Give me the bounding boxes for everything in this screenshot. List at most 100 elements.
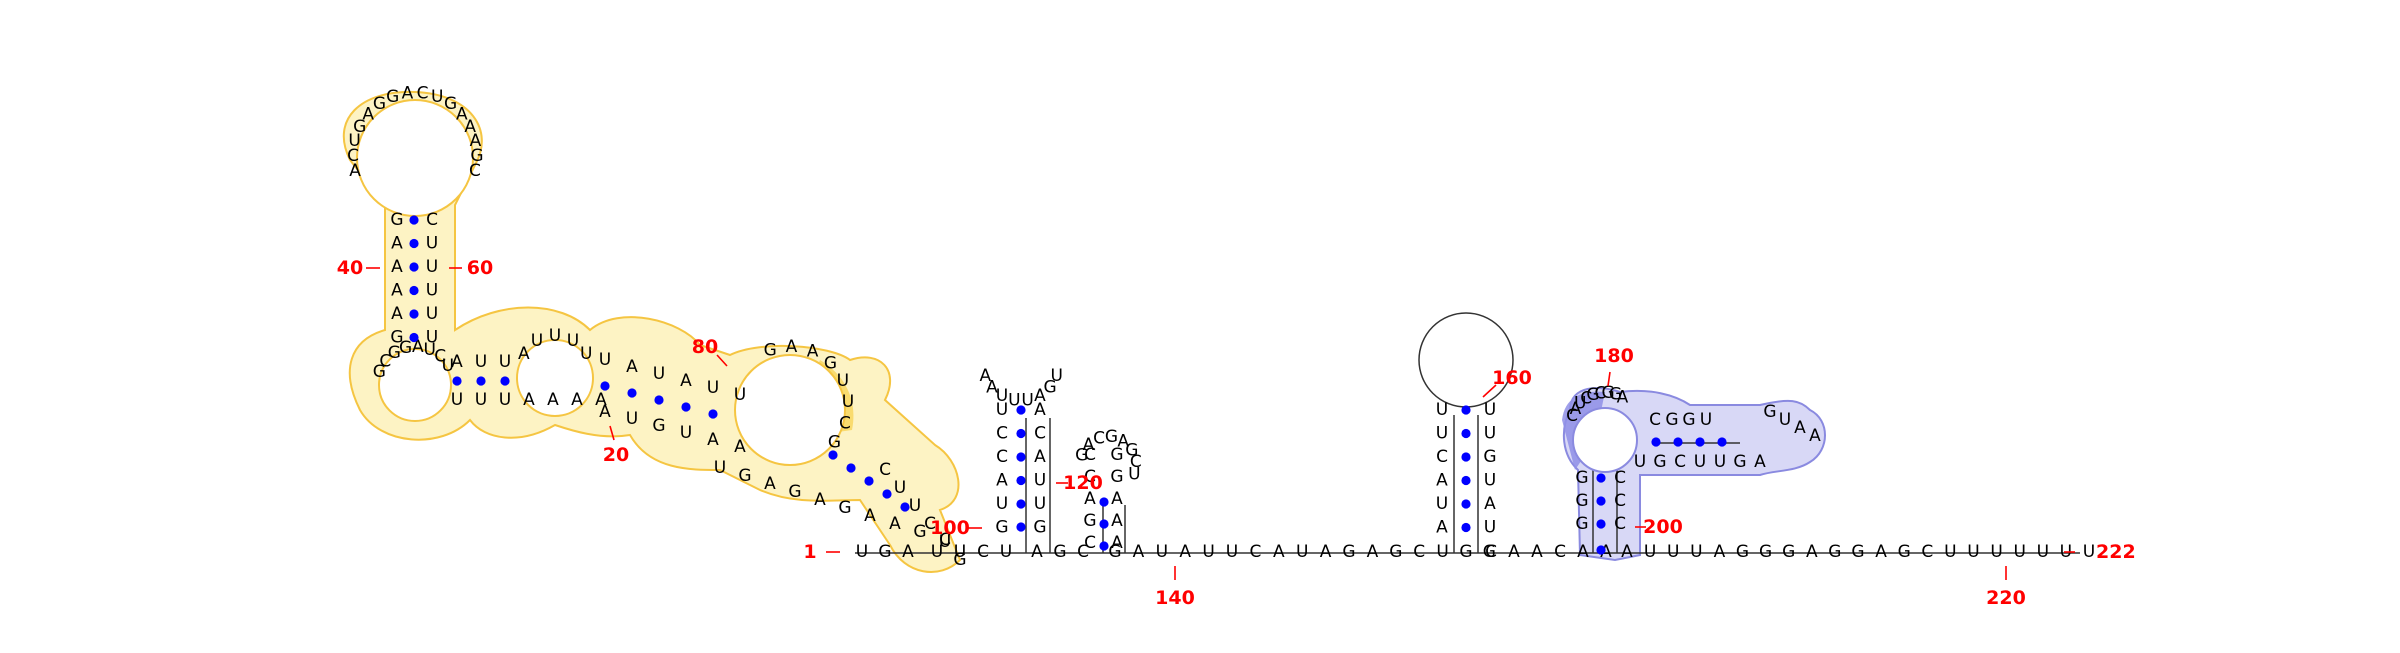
- nucleotide-h5_loop_top: G: [1609, 385, 1622, 405]
- base-pair-dot: [1596, 473, 1606, 483]
- nucleotide-h4_right: A: [1484, 494, 1496, 514]
- nucleotide-p6: G: [1759, 542, 1772, 562]
- base-pair-dot: [1461, 499, 1471, 509]
- nucleotide-mid_lower: G: [838, 498, 851, 518]
- nucleotide-p6: A: [1714, 542, 1726, 562]
- base-pair-dot: [600, 381, 610, 391]
- nucleotide-mid_right: U: [909, 496, 921, 516]
- nucleotide-h5_hairpin: G: [1763, 402, 1776, 422]
- base-pair-dot: [409, 238, 419, 249]
- base-pair-dot: [1016, 405, 1026, 415]
- nucleotide-p2: U: [954, 542, 966, 562]
- nucleotide-h5_right: C: [1614, 468, 1626, 488]
- nucleotide-mid_top: U: [734, 385, 746, 405]
- nucleotide-jl_loop: U: [580, 344, 592, 364]
- nucleotide-bigstem_right: U: [426, 257, 438, 277]
- nucleotide-h1_loop: A: [979, 366, 991, 386]
- base-pair-dot: [409, 262, 419, 272]
- nucleotide-h2_bot: G: [1110, 467, 1123, 487]
- nucleotide-p3: A: [1031, 542, 1043, 562]
- nucleotide-h1_loop: G: [1044, 377, 1057, 397]
- nucleotide-p6: U: [1944, 542, 1956, 562]
- nucleotide-jl_bot: U: [451, 390, 463, 410]
- nucleotide-p4: U: [1156, 542, 1168, 562]
- position-tick-80: [716, 354, 728, 367]
- nucleotide-h3_loop: A: [1083, 435, 1095, 455]
- nucleotide-h3_loop: G: [1125, 440, 1138, 460]
- base-pair-dot: [409, 309, 419, 319]
- nucleotide-h1_loop: A: [1034, 386, 1046, 406]
- nucleotide-h5_loop_top: C: [1580, 388, 1592, 408]
- nucleotide-mid_loop: U: [837, 371, 849, 391]
- nucleotide-p6: A: [1806, 542, 1818, 562]
- nucleotide-bigstem_left: A: [391, 281, 403, 301]
- nucleotide-mid_lower: G: [738, 466, 751, 486]
- nucleotide-jl_left: G: [399, 338, 412, 358]
- nucleotide-bigstem_right: U: [426, 234, 438, 254]
- base-pair-dot: [1099, 519, 1109, 529]
- position-number-120: 120: [1063, 472, 1103, 494]
- nucleotide-p4: G: [1342, 542, 1355, 562]
- nucleotide-p1: G: [878, 542, 891, 562]
- nucleotide-p6: C: [1921, 542, 1933, 562]
- nucleotide-p4: G: [1459, 542, 1472, 562]
- nucleotide-p4: G: [1389, 542, 1402, 562]
- nucleotide-p5: A: [1531, 542, 1543, 562]
- nucleotide-h5_bulge: G: [1682, 410, 1695, 430]
- nucleotide-p6: U: [2037, 542, 2049, 562]
- nucleotide-p6: U: [1644, 542, 1656, 562]
- nucleotide-jl_loop: U: [567, 331, 579, 351]
- nucleotide-big_loop: A: [464, 117, 476, 137]
- base-pair-dot: [452, 376, 462, 386]
- nucleotide-p2: U: [931, 542, 943, 562]
- nucleotide-big_loop: U: [431, 87, 443, 107]
- nucleotide-jl_left: G: [388, 343, 401, 363]
- nucleotide-jl_loop: U: [531, 331, 543, 351]
- nucleotide-mid_loop: C: [839, 413, 851, 433]
- nucleotide-p5: A: [1577, 542, 1589, 562]
- nucleotide-h5_loop_bot: G: [1733, 452, 1746, 472]
- nucleotide-p4: U: [1202, 542, 1214, 562]
- nucleotide-p4: U: [1226, 542, 1238, 562]
- nucleotide-big_loop: G: [444, 94, 457, 114]
- nucleotide-p6: A: [1621, 542, 1633, 562]
- nucleotide-big_loop: C: [417, 83, 429, 103]
- base-pair-dot: [1695, 437, 1705, 447]
- nucleotide-h2_bot: A: [1111, 489, 1123, 509]
- base-pair-dot: [1016, 428, 1026, 439]
- nucleotide-mid_lower: G: [788, 482, 801, 502]
- nucleotide-mid_lower: C: [939, 530, 951, 550]
- nucleotide-h5_bulge: G: [1665, 410, 1678, 430]
- nucleotide-p1: U: [856, 542, 868, 562]
- nucleotide-h4_left: U: [1436, 400, 1448, 420]
- base-pair-dot: [864, 476, 874, 486]
- nucleotide-h5_loop_bot: A: [1754, 452, 1766, 472]
- nucleotide-h5_loop_bot: C: [1674, 452, 1686, 472]
- position-number-160: 160: [1492, 367, 1532, 389]
- nucleotide-h5_loop_bot: U: [1694, 452, 1706, 472]
- nucleotide-h5_loop_top: G: [1586, 385, 1599, 405]
- nucleotide-bigstem_left: G: [390, 328, 403, 348]
- nucleotide-h5_right: C: [1614, 491, 1626, 511]
- nucleotide-h5_loop_top: U: [1574, 393, 1586, 413]
- nucleotide-mid_top: U: [653, 364, 665, 384]
- nucleotide-mid_top: A: [626, 357, 638, 377]
- base-pair-dot: [900, 502, 910, 512]
- nucleotide-h2_top: C: [1084, 533, 1096, 553]
- base-pair-dot: [882, 489, 892, 499]
- nucleotide-mid_loop: A: [807, 342, 819, 362]
- blue-interior-loop: [1572, 407, 1638, 473]
- base-pair-dot: [500, 376, 510, 386]
- nucleotide-p3: C: [1077, 542, 1089, 562]
- base-pair-dot: [1099, 541, 1109, 551]
- base-pair-dot: [1651, 437, 1661, 447]
- nucleotide-jl_left: C: [379, 351, 391, 371]
- nucleotide-p6: G: [1782, 542, 1795, 562]
- nucleotide-p1: A: [902, 542, 914, 562]
- nucleotide-h5_left: G: [1575, 514, 1588, 534]
- nucleotide-jl_left: U: [442, 356, 454, 376]
- nucleotide-mid_loop: G: [828, 432, 841, 452]
- nucleotide-bigstem_right: U: [426, 328, 438, 348]
- base-pair-dot: [627, 388, 637, 398]
- nucleotide-p6: G: [1736, 542, 1749, 562]
